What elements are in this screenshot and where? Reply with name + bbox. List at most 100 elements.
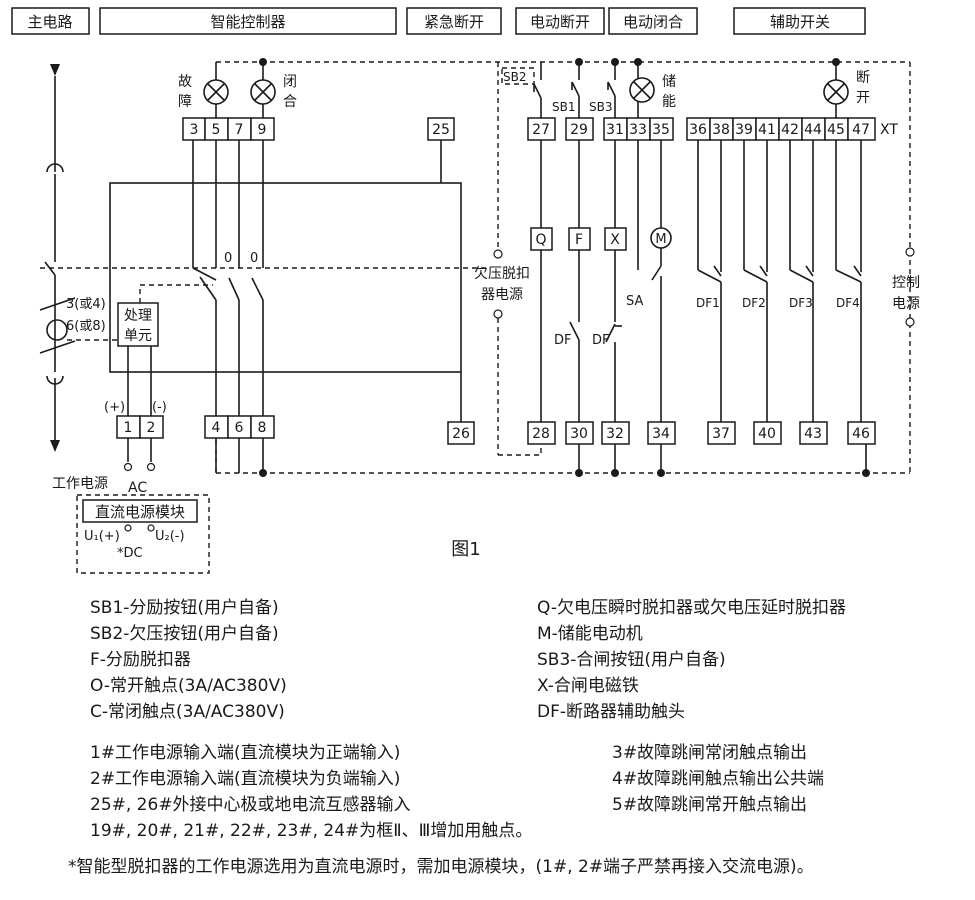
label-sb2: SB2 bbox=[503, 70, 526, 84]
terminal-34: 34 bbox=[652, 426, 670, 442]
label-df4: DF4 bbox=[836, 296, 860, 310]
terminal-30: 30 bbox=[570, 426, 588, 442]
terminal-2: 2 bbox=[147, 420, 156, 436]
header-electric-off-box bbox=[515, 7, 605, 35]
legend-item: Q-欠电压瞬时脱扣器或欠电压延时脱扣器 bbox=[537, 598, 846, 618]
label-ac: AC bbox=[128, 480, 147, 496]
terminal-44: 44 bbox=[804, 122, 822, 138]
header-electric-on: 电动闭合 bbox=[623, 13, 683, 31]
terminal-38: 38 bbox=[712, 122, 730, 138]
terminal-45: 45 bbox=[827, 122, 845, 138]
label-ct-b: 6(或8) bbox=[66, 319, 106, 334]
label-xt: XT bbox=[880, 122, 898, 138]
device-f: F bbox=[575, 232, 583, 248]
header-main-circuit: 主电路 bbox=[27, 13, 72, 31]
label-fault-top: 故 bbox=[178, 74, 192, 90]
header-controller-box bbox=[99, 7, 397, 35]
terminal-36: 36 bbox=[689, 122, 707, 138]
label-open-top: 断 bbox=[856, 70, 870, 86]
legend-item: O-常开触点(3A/AC380V) bbox=[90, 676, 287, 696]
device-x: X bbox=[610, 232, 620, 248]
open-lamp bbox=[823, 62, 849, 118]
label-minus: (-) bbox=[152, 400, 167, 415]
legend-item: SB3-合闸按钮(用户自备) bbox=[537, 650, 726, 670]
note-item: 5#故障跳闸常开触点输出 bbox=[612, 795, 808, 815]
label-ct-a: 3(或4) bbox=[66, 297, 106, 312]
fault-lamp bbox=[203, 62, 229, 118]
terminal-6: 6 bbox=[235, 420, 244, 436]
processing-unit-box bbox=[117, 302, 159, 347]
header-electric-off: 电动断开 bbox=[530, 13, 590, 31]
label-processing-2: 单元 bbox=[124, 328, 152, 344]
aux-contact-df2 bbox=[743, 140, 768, 422]
aux-contact-df4 bbox=[835, 140, 862, 422]
label-df2: DF2 bbox=[742, 296, 766, 310]
header-controller: 智能控制器 bbox=[210, 13, 285, 31]
legend-item: X-合闸电磁铁 bbox=[537, 676, 639, 696]
note-item: 2#工作电源输入端(直流模块为负端输入) bbox=[90, 769, 401, 789]
bottom-terminals: 1 2 4 6 8 26 28 30 32 34 37 40 43 46 bbox=[116, 415, 876, 445]
top-terminals: 3 5 7 9 25 27 29 31 33 35 36 38 39 41 42… bbox=[182, 117, 876, 141]
legend-item: SB2-欠压按钮(用户自备) bbox=[90, 624, 279, 644]
terminal-33: 33 bbox=[629, 122, 647, 138]
label-close-bottom: 合 bbox=[283, 94, 297, 110]
wiring-diagram: .w { stroke: #1a1a1a; stroke-width: 1.6;… bbox=[11, 7, 920, 574]
terminal-29: 29 bbox=[570, 122, 588, 138]
sb2-button bbox=[533, 62, 542, 118]
device-m: M bbox=[655, 232, 666, 247]
sb2-dashed-frame bbox=[501, 67, 535, 85]
figure-caption: 图1 bbox=[451, 539, 480, 560]
terminal-41: 41 bbox=[758, 122, 776, 138]
terminal-40: 40 bbox=[758, 426, 776, 442]
notes-left: 1#工作电源输入端(直流模块为正端输入) 2#工作电源输入端(直流模块为负端输入… bbox=[90, 740, 532, 844]
label-no-contact-2: 0 bbox=[250, 251, 258, 266]
header-main-circuit-box bbox=[11, 7, 90, 35]
label-plus: (+) bbox=[104, 400, 125, 415]
header-aux-switch-box bbox=[733, 7, 866, 35]
aux-contact-df1 bbox=[697, 140, 722, 422]
legend-item: DF-断路器辅助触头 bbox=[537, 702, 686, 722]
note-item: 25#, 26#外接中心极或地电流互感器输入 bbox=[90, 795, 411, 815]
label-ctrl-source-2: 电源 bbox=[892, 296, 920, 312]
main-circuit bbox=[39, 64, 76, 452]
label-dc: *DC bbox=[117, 546, 143, 561]
aux-contact-df3 bbox=[789, 140, 814, 422]
legend-left: SB1-分励按钮(用户自备) SB2-欠压按钮(用户自备) F-分励脱扣器 O-… bbox=[90, 595, 287, 725]
legend-item: F-分励脱扣器 bbox=[90, 650, 191, 670]
dc-module-dashed-frame bbox=[76, 494, 210, 574]
label-u2: U₂(-) bbox=[155, 529, 185, 544]
terminal-27: 27 bbox=[532, 122, 550, 138]
controller-box bbox=[109, 182, 462, 373]
terminal-37: 37 bbox=[712, 426, 730, 442]
legend-item: C-常闭触点(3A/AC380V) bbox=[90, 702, 285, 722]
header-electric-on-box bbox=[608, 7, 698, 35]
note-item: 3#故障跳闸常闭触点输出 bbox=[612, 743, 808, 763]
terminal-39: 39 bbox=[735, 122, 753, 138]
close-lamp bbox=[250, 62, 276, 118]
label-sb3: SB3 bbox=[589, 100, 612, 114]
fault-contacts bbox=[192, 183, 264, 416]
terminal-42: 42 bbox=[781, 122, 799, 138]
terminal-3: 3 bbox=[190, 122, 199, 138]
terminal-32: 32 bbox=[606, 426, 624, 442]
label-df1: DF1 bbox=[696, 296, 720, 310]
label-close-top: 闭 bbox=[283, 74, 297, 90]
terminal-35: 35 bbox=[652, 122, 670, 138]
terminal-47: 47 bbox=[852, 122, 870, 138]
terminal-1: 1 bbox=[124, 420, 133, 436]
label-no-contact-1: 0 bbox=[224, 251, 232, 266]
terminal-26: 26 bbox=[452, 426, 470, 442]
label-uv-source-2: 器电源 bbox=[481, 287, 523, 303]
terminal-43: 43 bbox=[804, 426, 822, 442]
label-df3: DF3 bbox=[789, 296, 813, 310]
legend-right: Q-欠电压瞬时脱扣器或欠电压延时脱扣器 M-储能电动机 SB3-合闸按钮(用户自… bbox=[537, 595, 846, 725]
label-storage-bottom: 能 bbox=[662, 94, 676, 110]
label-fault-bottom: 障 bbox=[178, 94, 192, 110]
label-processing-1: 处理 bbox=[124, 308, 152, 324]
label-u1: U₁(+) bbox=[84, 529, 120, 544]
note-item: 19#, 20#, 21#, 22#, 23#, 24#为框Ⅱ、Ⅲ增加用触点。 bbox=[90, 821, 533, 841]
label-dc-module: 直流电源模块 bbox=[95, 503, 185, 521]
label-sa: SA bbox=[626, 294, 643, 309]
terminal-31: 31 bbox=[606, 122, 624, 138]
terminal-7: 7 bbox=[235, 122, 244, 138]
